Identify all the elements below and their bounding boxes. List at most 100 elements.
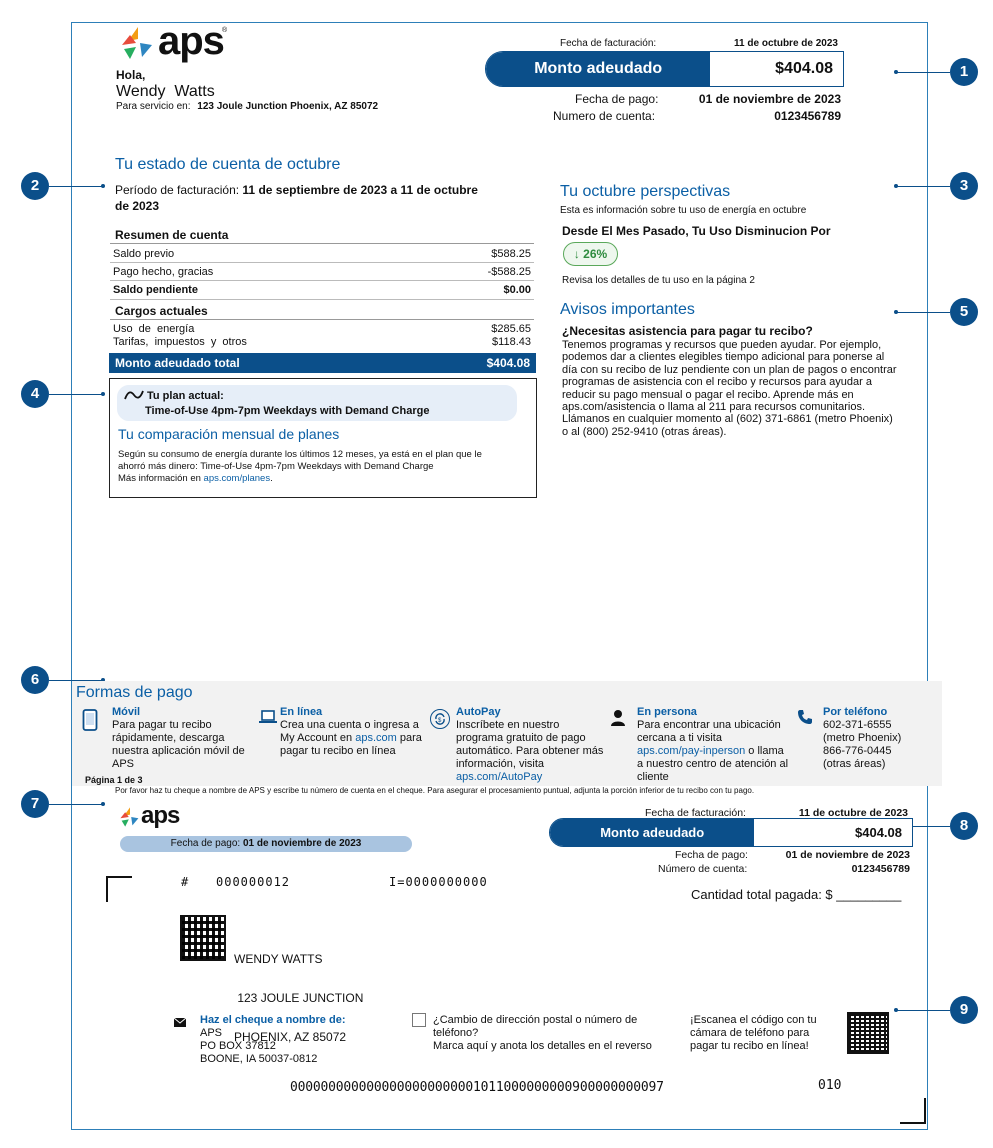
pay-autopay-text: automático. Para obtener más [456,745,604,757]
stub-amount-due-box: Monto adeudado $404.08 [549,818,913,847]
current-charge-value: $285.65 [491,323,531,335]
mail-street: 123 JOULE JUNCTION [234,991,364,1005]
crop-mark-bottom-right [900,1098,926,1124]
leader-3 [896,186,950,187]
total-due-label: Monto adeudado total [115,356,240,370]
pay-mobile-text: APS [112,758,135,770]
pay-mobile-title: Móvil [112,706,141,718]
micr-end: 010 [818,1078,842,1093]
notices-title: Avisos importantes [560,301,695,318]
summary-row-label: Saldo previo [113,248,175,260]
mail-city: PHOENIX, AZ 85072 [234,1030,347,1044]
address-change-line: teléfono? [433,1027,479,1039]
mail-barcode [180,915,226,961]
total-paid-field[interactable]: Cantidad total pagada: $ _________ [691,887,902,902]
pay-phone-title: Por teléfono [823,706,888,718]
leader-7-dot [101,802,105,806]
pay-online-link[interactable]: aps.com [355,732,397,744]
amount-due-label: Monto adeudado [486,52,711,86]
payable-to: Haz el cheque a nombre de: APS PO BOX 37… [200,1014,345,1066]
address-change-line: Marca aquí y anota los detalles en el re… [433,1040,652,1052]
pay-phone: Por teléfono 602-371-6555 (metro Phoenix… [823,706,901,771]
pay-online-text: Crea una cuenta o ingresa a [280,719,419,731]
account-label: Numero de cuenta: [553,109,656,123]
pay-online-title: En línea [280,706,323,718]
laptop-icon [258,709,278,729]
leader-6 [49,680,103,681]
summary-divider [110,243,534,244]
plan-trend-icon [124,388,144,402]
notices-line: aps.com/asistencia o llama al 211 para r… [562,401,866,414]
payable-title: Haz el cheque a nombre de: [200,1014,346,1026]
pay-autopay-link[interactable]: aps.com/AutoPay [456,771,543,783]
marker-1: 1 [950,58,978,86]
pay-autopay-text: información, visita [456,758,545,770]
stub-payment-date-row: Fecha de pago: 01 de noviembre de 2023 [675,849,910,861]
total-due-value: $404.08 [486,356,530,370]
billing-period-value: 11 de septiembre de 2023 a 11 de octubre [242,183,478,197]
payable-line: PO BOX 37812 [200,1040,276,1052]
pay-mobile-text: nuestra aplicación móvil de [112,745,245,757]
pay-qr-code[interactable] [847,1012,889,1054]
mailing-address: WENDY WATTS 123 JOULE JUNCTION PHOENIX, … [234,927,363,1057]
pay-phone-text: (metro Phoenix) [823,732,902,744]
current-charge-row: Tarifas, impuestos y otros $118.43 [113,336,531,348]
notices-line: reducir su pago mensual o pagar el recib… [562,388,854,401]
leader-1-dot [894,70,898,74]
notices-line: programas de asistencia con el recibo y … [562,376,872,389]
customer-name: Wendy Watts [116,83,215,100]
payment-methods-panel [72,681,942,786]
insights-headline: Desde El Mes Pasado, Tu Uso Disminucion … [562,224,831,238]
current-charge-label: Uso de energía [113,323,195,335]
pay-inperson-link[interactable]: aps.com/pay-inperson [637,745,746,757]
summary-row-divider [110,299,534,300]
address-change-text: ¿Cambio de dirección postal o número de … [433,1014,652,1053]
aps-logo-trademark: ® [222,27,228,34]
stub-instruction: Por favor haz tu cheque a nombre de APS … [115,786,755,795]
notices-line: o al (800) 252-9410 (otras áreas). [562,425,727,438]
current-charge-value: $118.43 [492,336,531,348]
statement-title: Tu estado de cuenta de octubre [115,156,341,173]
current-charge-label: Tarifas, impuestos y otros [113,336,247,348]
leader-4-dot [101,392,105,396]
pay-autopay-title: AutoPay [456,706,501,718]
stub-hash: # [181,875,189,889]
address-change-line: ¿Cambio de dirección postal o número de [433,1014,638,1026]
current-charges-divider [110,319,534,320]
leader-1 [896,72,950,73]
plan-more-info: Más información en aps.com/planes. [118,473,533,485]
leader-2-dot [101,184,105,188]
amount-due-box: Monto adeudado $404.08 [485,51,844,87]
page-number: Página 1 de 3 [85,775,143,785]
marker-3: 3 [950,172,978,200]
payment-methods-title: Formas de pago [76,684,193,701]
aps-logo-mark [122,27,152,59]
notices-line: día con su recibo de luz pendiente con u… [562,363,897,376]
marker-4: 4 [21,380,49,408]
scan-line: cámara de teléfono para [690,1027,810,1039]
current-charge-row: Uso de energía $285.65 [113,323,531,335]
plan-compare-line: Según su consumo de energía durante los … [118,449,482,460]
current-plan-pill [117,385,517,421]
plan-more-label: Más información en [118,473,201,484]
notices-body: Tenemos programas y recursos que pueden … [562,339,922,438]
svg-text:$: $ [438,718,442,724]
current-plan-label: Tu plan actual: [147,390,224,402]
plan-more-end: . [270,473,273,484]
plan-compare-title: Tu comparación mensual de planes [118,426,340,442]
service-label: Para servicio en: [116,101,191,112]
summary-row: Saldo previo $588.25 [113,248,531,260]
marker-6: 6 [21,666,49,694]
plan-link[interactable]: aps.com/planes [203,473,271,484]
pay-inperson-text: cercana a ti visita [637,732,722,744]
pay-online-text: My Account en [280,732,353,744]
stub-account-label: Número de cuenta: [658,863,748,875]
summary-row-label: Pago hecho, gracias [113,266,214,278]
payment-date-label: Fecha de pago: [575,92,659,106]
pay-online-text-2: My Account en aps.com para [280,732,422,745]
pay-mobile-text: rápidamente, descarga [112,732,225,744]
address-change-checkbox[interactable] [412,1013,426,1027]
crop-mark-top-left [106,876,132,902]
plan-box [109,378,537,498]
pay-autopay-text: Inscríbete en nuestro [456,719,560,731]
